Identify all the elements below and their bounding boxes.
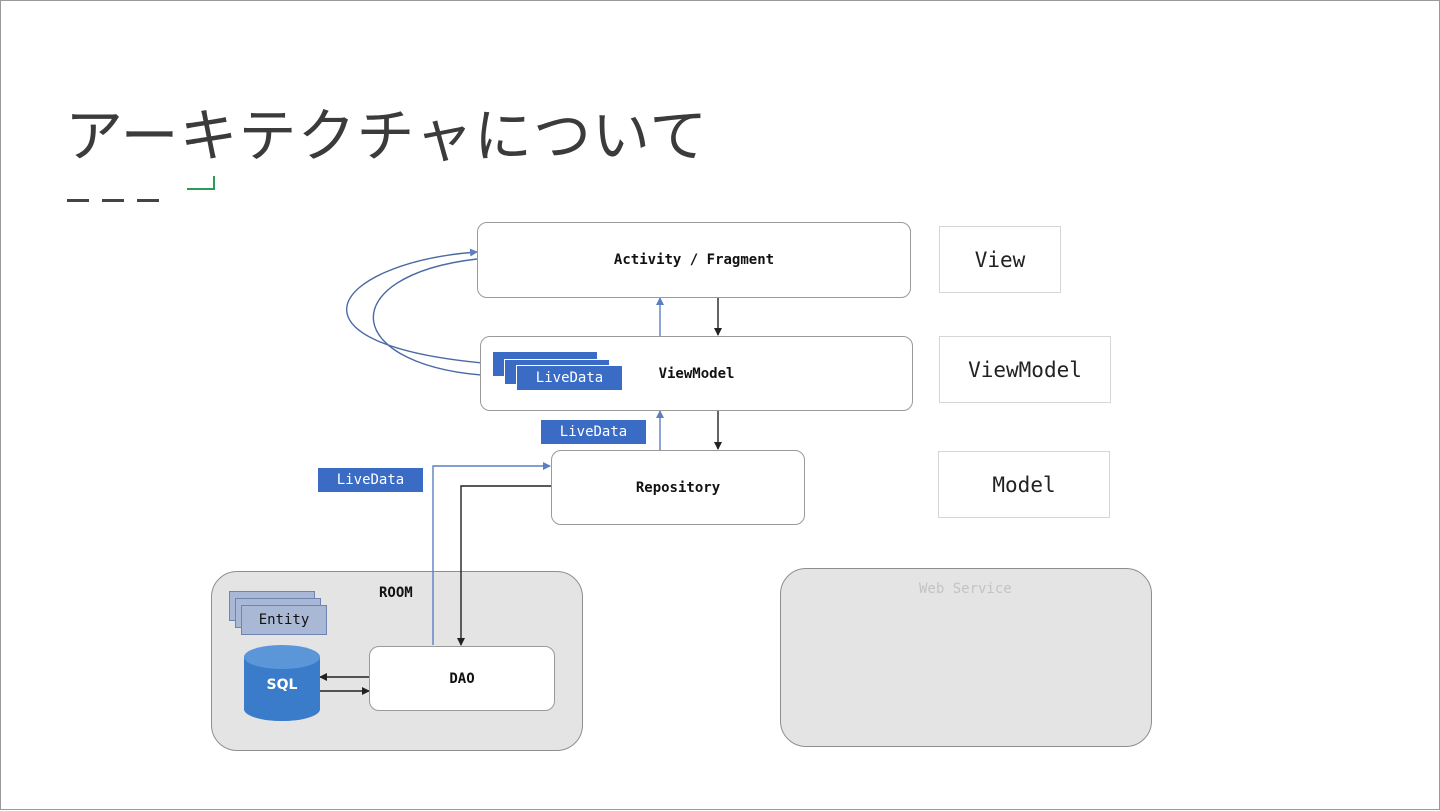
corner-accent <box>187 176 215 190</box>
activity-fragment-label: Activity / Fragment <box>613 252 775 268</box>
layer-model: Model <box>938 451 1110 518</box>
dao-box: DAO <box>369 646 555 711</box>
title-underline-dash <box>102 199 124 202</box>
livedata-tag-repository: LiveData <box>541 420 646 444</box>
room-label: ROOM <box>379 585 413 601</box>
slide-title: アーキテクチャについて <box>65 102 709 170</box>
title-underline-dash <box>137 199 159 202</box>
entity-label: Entity <box>241 605 327 635</box>
title-underline-dash <box>67 199 89 202</box>
web-service-group <box>780 568 1152 747</box>
layer-model-label: Model <box>992 472 1056 497</box>
layer-view: View <box>939 226 1061 293</box>
layer-viewmodel-label: ViewModel <box>968 357 1082 382</box>
livedata-tag-dao: LiveData <box>318 468 423 492</box>
layer-viewmodel: ViewModel <box>939 336 1111 403</box>
activity-fragment-box: Activity / Fragment <box>477 222 911 298</box>
repository-box: Repository <box>551 450 805 525</box>
livedata-observe-loop-outer <box>346 248 495 365</box>
livedata-tag-viewmodel: LiveData <box>516 365 623 391</box>
layer-view-label: View <box>974 247 1026 272</box>
viewmodel-label: ViewModel <box>658 365 735 382</box>
dao-label: DAO <box>449 670 475 687</box>
web-service-label: Web Service <box>919 581 1012 597</box>
sql-label: SQL <box>266 677 298 693</box>
repository-label: Repository <box>635 479 721 496</box>
